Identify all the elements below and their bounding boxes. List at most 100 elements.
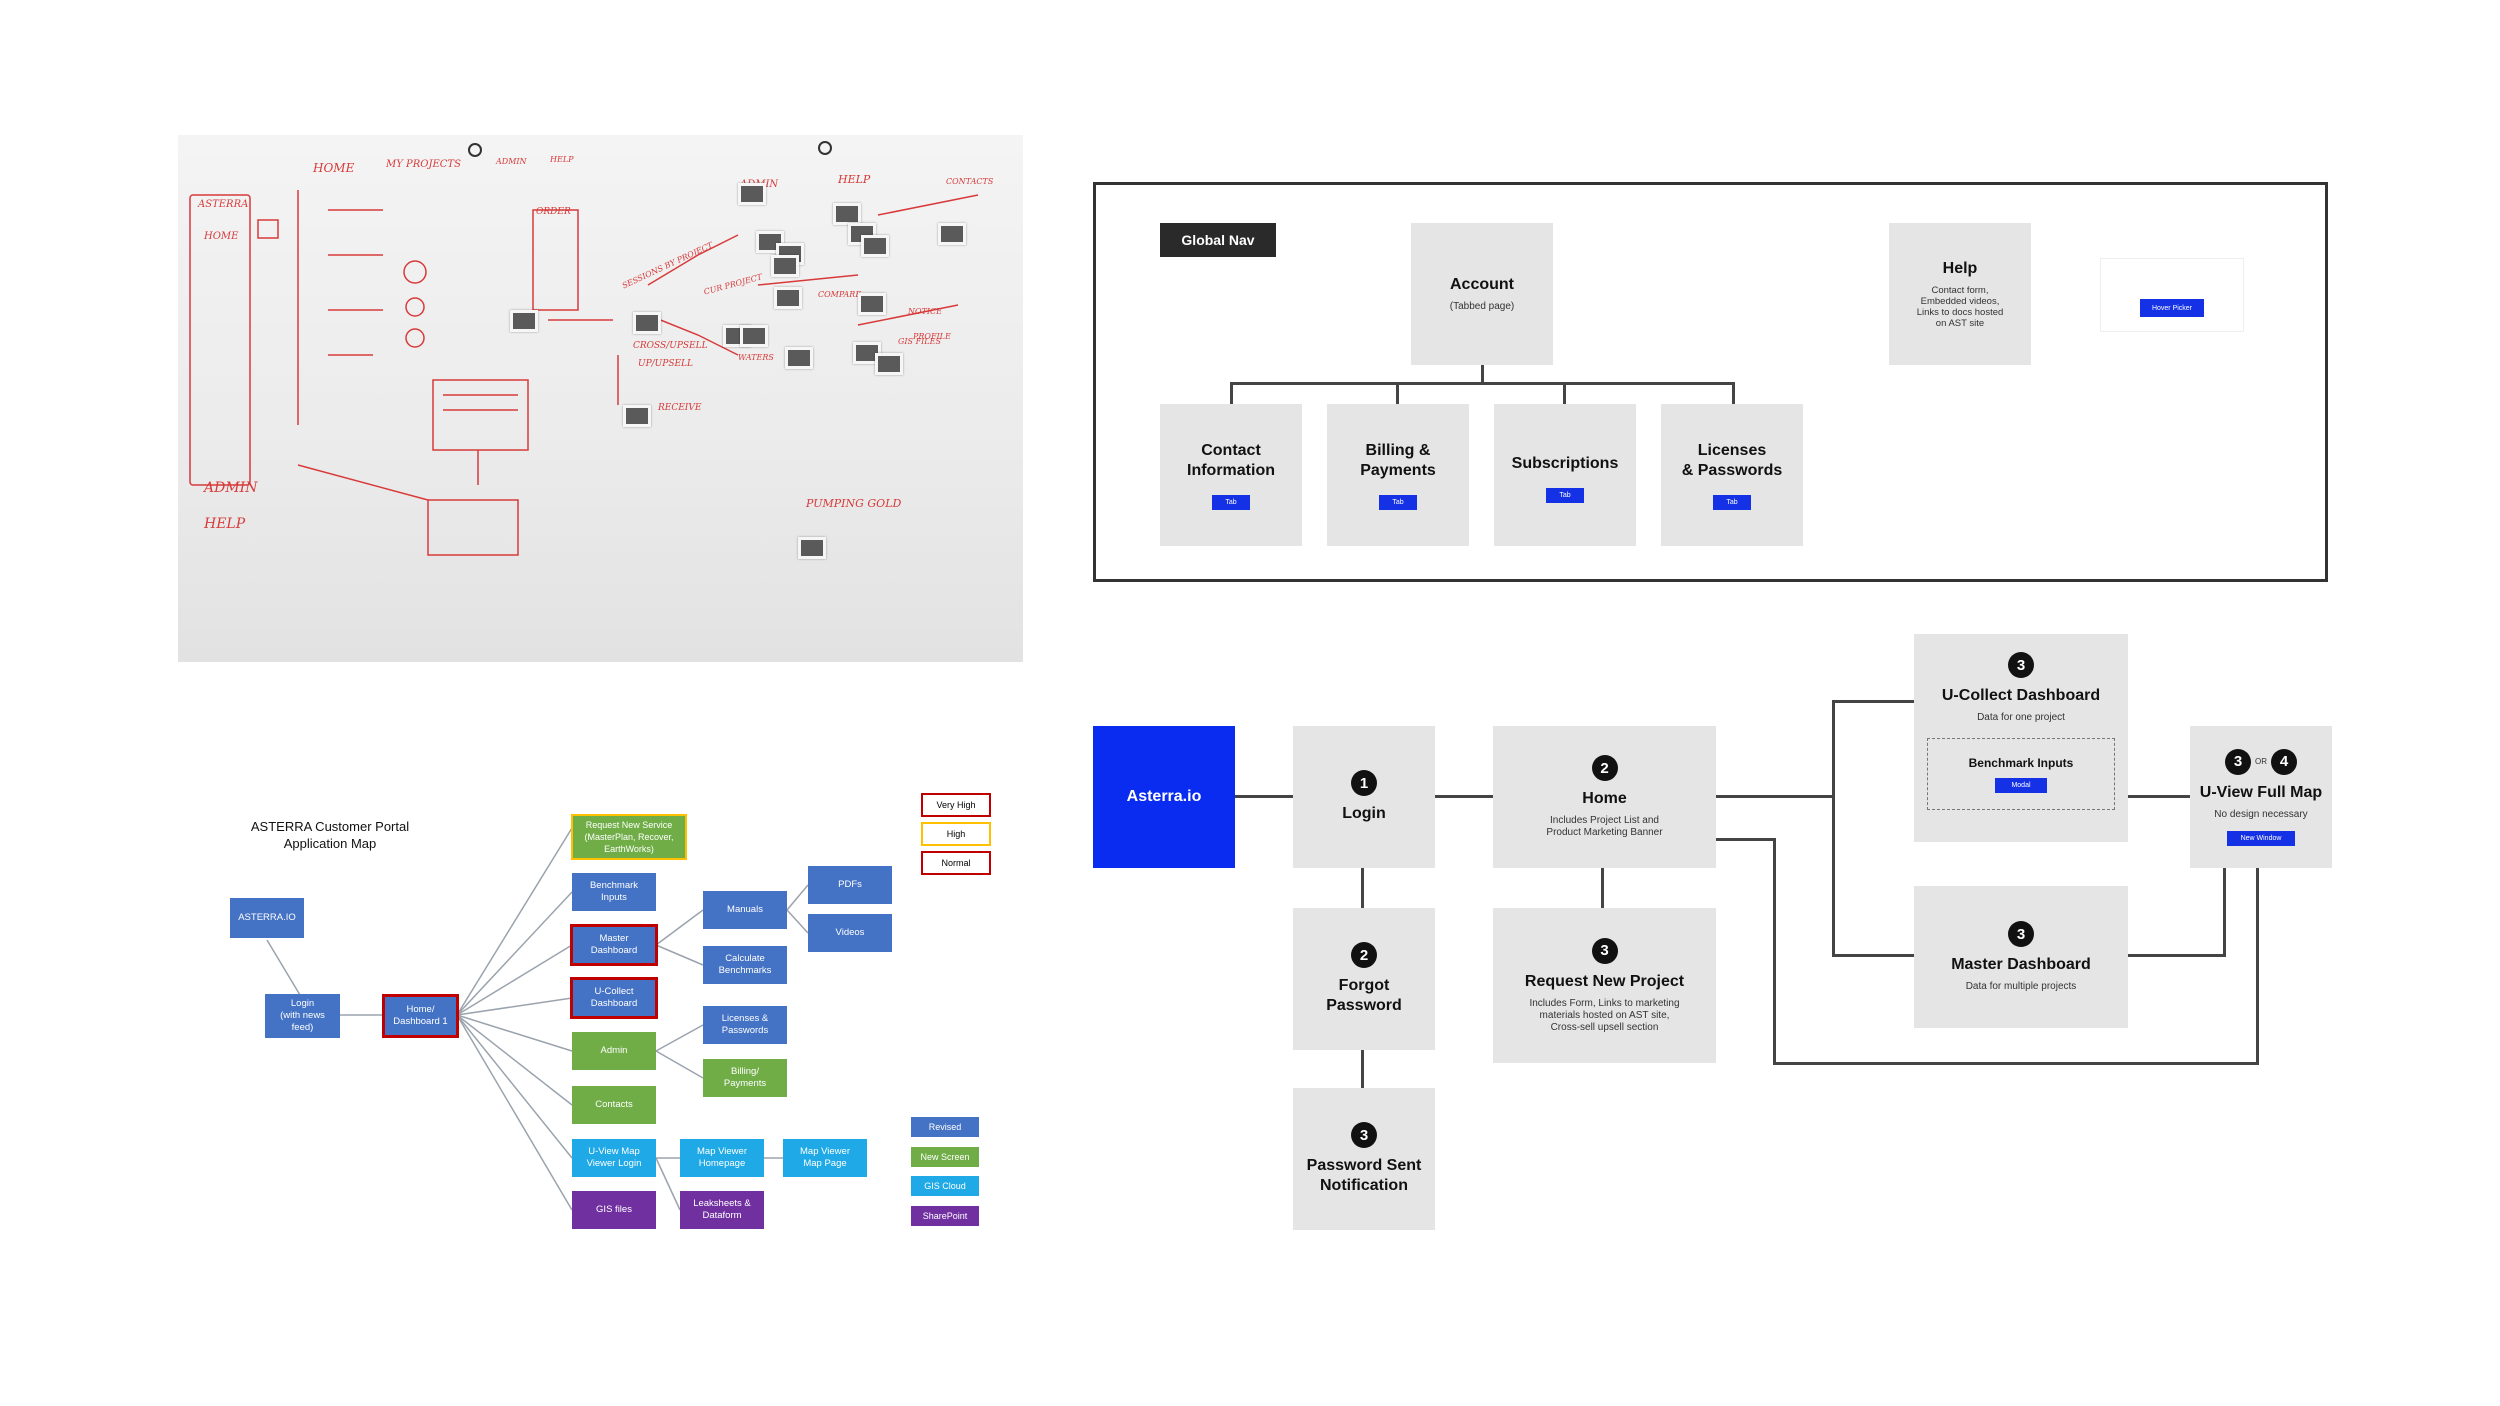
wb-label: MY PROJECTS [386,159,461,170]
master-sub: Data for multiple projects [1965,981,2077,992]
tab-title: Licenses & Passwords [1681,441,1783,479]
sticky-note [875,353,903,375]
connector [1481,365,1484,383]
connector [1832,954,1914,957]
tab-button[interactable]: Tab [1212,494,1250,510]
new-window-button[interactable]: New Window [2227,830,2295,846]
legend-revised: Revised [911,1117,979,1137]
wb-label: COMPARE [818,290,862,299]
node-admin: Admin [572,1032,656,1070]
connector [1773,838,1776,1065]
sticky-note [861,235,889,257]
connector [1235,795,1293,798]
wb-label: HOME [313,161,355,175]
tab-button[interactable]: Tab [1713,494,1751,510]
node-pdfs: PDFs [808,866,892,904]
tab-title: Billing & Payments [1360,441,1436,479]
app-map-title: ASTERRA Customer Portal Application Map [250,819,410,851]
request-sub: Includes Form, Links to marketing materi… [1529,997,1680,1033]
u-collect-dashboard-box: 3 U-Collect Dashboard Data for one proje… [1914,634,2128,842]
connector [2256,868,2259,1065]
global-nav-label: Global Nav [1160,223,1276,257]
node-u-view-map-viewer-login: U-View Map Viewer Login [572,1139,656,1177]
node-gis-files: GIS files [572,1191,656,1229]
node-licenses-passwords: Licenses & Passwords [703,1006,787,1044]
forgot-password-box: 2 Forgot Password [1293,908,1435,1050]
account-title: Account [1450,276,1514,293]
u-collect-sub: Data for one project [1977,712,2065,723]
connector [2223,868,2226,957]
step-number: 1 [1351,770,1377,796]
sticky-note [510,310,538,332]
master-dashboard-box: 3 Master Dashboard Data for multiple pro… [1914,886,2128,1028]
connector [1601,868,1604,908]
connector [1396,382,1399,404]
request-new-project-box: 3 Request New Project Includes Form, Lin… [1493,908,1716,1063]
account-sub: (Tabbed page) [1449,301,1515,312]
step-number: 4 [2271,748,2297,775]
tab-button[interactable]: Tab [1379,494,1417,510]
wb-label: HELP [550,155,574,164]
step-number: 3 [1351,1122,1377,1148]
sticky-note [740,325,768,347]
wb-label: PUMPING GOLD [806,497,902,510]
step-number: 2 [1351,942,1377,968]
wb-label: ADMIN [204,480,258,496]
sticky-note [771,255,799,277]
node-master-dashboard: Master Dashboard [570,924,658,966]
connector [1732,382,1735,404]
sticky-note [858,293,886,315]
priority-normal: Normal [921,851,991,875]
help-box: Help Contact form, Embedded videos, Link… [1889,223,2031,365]
sticky-note [785,347,813,369]
tab-subscriptions: Subscriptions Tab [1494,404,1636,546]
tab-billing-payments: Billing & Payments Tab [1327,404,1469,546]
wb-label: HELP [838,173,871,186]
request-title: Request New Project [1524,972,1685,990]
wb-label: CROSS/UPSELL [633,341,708,351]
connector [1230,382,1233,404]
u-view-title: U-View Full Map [2199,783,2323,801]
help-title: Help [1942,260,1978,277]
password-sent-box: 3 Password Sent Notification [1293,1088,1435,1230]
step-number: 2 [1591,755,1618,781]
connector [1832,700,1835,957]
asterra-io-box: Asterra.io [1093,726,1235,868]
u-view-full-map-box: 3 OR 4 U-View Full Map No design necessa… [2190,726,2332,868]
magnet-icon [468,143,482,157]
node-manuals: Manuals [703,891,787,929]
tab-title: Subscriptions [1511,454,1619,472]
connector [1361,1050,1364,1088]
sticky-note [774,287,802,309]
node-home-dashboard: Home/ Dashboard 1 [382,994,459,1038]
home-title: Home [1582,790,1627,807]
u-collect-title: U-Collect Dashboard [1941,687,2101,704]
home-sub: Includes Project List and Product Market… [1546,815,1663,838]
wb-label: ORDER [536,207,571,217]
step-number: 3 [2008,652,2034,678]
modal-button[interactable]: Modal [1995,777,2047,793]
sticky-note [633,312,661,334]
connector [1361,868,1364,908]
wb-label: HELP [204,516,246,532]
priority-high: High [921,822,991,846]
step-number: 3 [1591,937,1618,964]
node-benchmark-inputs: Benchmark Inputs [572,873,656,911]
tab-contact-information: Contact Information Tab [1160,404,1302,546]
wb-label: ADMIN [496,157,527,166]
wb-label: GIS FILES [898,337,941,346]
legend-gis-cloud: GIS Cloud [911,1176,979,1196]
connector [2128,795,2190,798]
or-label: OR [2255,757,2267,766]
node-billing-payments: Billing/ Payments [703,1059,787,1097]
hover-picker-button[interactable]: Hover Picker [2140,299,2204,317]
tab-button[interactable]: Tab [1546,487,1584,503]
global-nav-frame [1093,182,2328,582]
login-title: Login [1342,805,1386,822]
connector [1832,700,1914,703]
node-calculate-benchmarks: Calculate Benchmarks [703,946,787,984]
step-number: 3 [2008,921,2034,947]
master-title: Master Dashboard [1951,956,2091,973]
node-videos: Videos [808,914,892,952]
